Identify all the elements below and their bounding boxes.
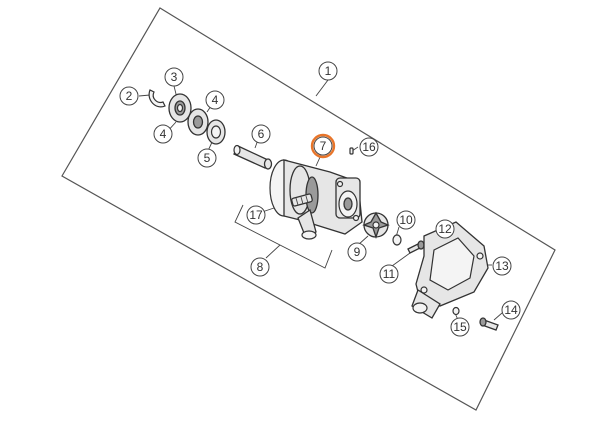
- selected-callout-highlight: [310, 133, 336, 159]
- svg-text:9: 9: [354, 245, 361, 259]
- svg-text:17: 17: [249, 208, 263, 222]
- svg-text:3: 3: [171, 70, 178, 84]
- callout-12[interactable]: 12: [435, 219, 455, 239]
- callout-6[interactable]: 6: [251, 124, 271, 144]
- callout-15[interactable]: 15: [450, 317, 470, 337]
- group-bracket-8: [234, 204, 333, 269]
- svg-text:13: 13: [495, 259, 509, 273]
- svg-text:14: 14: [504, 303, 518, 317]
- svg-text:7: 7: [320, 139, 327, 153]
- svg-text:5: 5: [204, 151, 211, 165]
- shaft-part: [233, 144, 273, 170]
- svg-text:16: 16: [362, 140, 376, 154]
- o-ring-part: [452, 306, 460, 316]
- svg-text:12: 12: [438, 222, 452, 236]
- callout-3[interactable]: 3: [164, 67, 184, 87]
- callout-10[interactable]: 10: [396, 210, 416, 230]
- callout-17[interactable]: 17: [246, 205, 266, 225]
- svg-text:8: 8: [257, 260, 264, 274]
- callout-16[interactable]: 16: [359, 137, 379, 157]
- seal-part: [206, 119, 226, 145]
- callout-5[interactable]: 5: [197, 148, 217, 168]
- callout-9[interactable]: 9: [347, 242, 367, 262]
- circlip-part: [148, 89, 166, 108]
- washer-part: [392, 234, 402, 246]
- callout-2[interactable]: 2: [119, 86, 139, 106]
- callout-14[interactable]: 14: [501, 300, 521, 320]
- impeller-part: [362, 211, 390, 240]
- small-pin-part: [349, 147, 354, 155]
- bolt-part-14: [479, 317, 499, 331]
- svg-text:4: 4: [160, 127, 167, 141]
- bolt-part-11: [407, 240, 425, 254]
- callout-13[interactable]: 13: [492, 256, 512, 276]
- callout-1[interactable]: 1: [318, 61, 338, 81]
- svg-text:11: 11: [383, 267, 396, 281]
- svg-text:6: 6: [258, 127, 265, 141]
- seal-ring-part: [187, 108, 209, 136]
- svg-text:1: 1: [325, 64, 332, 78]
- callout-4-lower[interactable]: 4: [153, 124, 173, 144]
- svg-text:2: 2: [126, 89, 133, 103]
- svg-text:10: 10: [399, 213, 413, 227]
- callout-7[interactable]: 7: [310, 133, 336, 159]
- pump-housing-part: [269, 159, 363, 240]
- bearing-part: [168, 93, 192, 123]
- callout-8[interactable]: 8: [250, 257, 270, 277]
- callout-4-upper[interactable]: 4: [205, 90, 225, 110]
- callout-11[interactable]: 11: [379, 264, 399, 284]
- assembly-frame: [61, 7, 556, 411]
- pump-cover-part: [411, 221, 489, 319]
- svg-text:4: 4: [212, 93, 219, 107]
- spring-part: [291, 193, 313, 207]
- svg-text:15: 15: [453, 320, 467, 334]
